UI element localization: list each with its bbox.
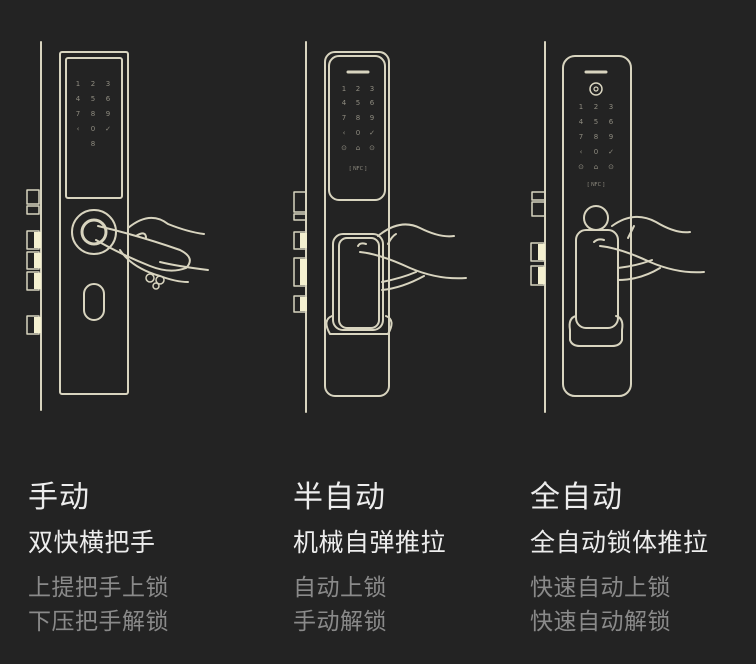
svg-text:✓: ✓	[105, 125, 111, 133]
svg-text:0: 0	[356, 129, 360, 137]
svg-text:⊙: ⊙	[369, 144, 375, 152]
semi-auto-lock-icon	[293, 41, 467, 413]
svg-text:0: 0	[594, 148, 598, 156]
svg-text:⌂: ⌂	[356, 144, 360, 152]
svg-text:7: 7	[76, 110, 80, 118]
svg-text:8: 8	[356, 114, 360, 122]
svg-text:5: 5	[356, 99, 360, 107]
svg-text:6: 6	[106, 95, 111, 103]
svg-text:7: 7	[579, 133, 583, 141]
svg-text:8: 8	[594, 133, 598, 141]
svg-text:⊙: ⊙	[578, 163, 584, 171]
lock-column-full-auto: 全自动 全自动锁体推拉 快速自动上锁 快速自动解锁	[530, 478, 709, 638]
svg-text:✓: ✓	[608, 148, 614, 156]
svg-text:1: 1	[342, 85, 346, 93]
svg-text:8: 8	[91, 140, 95, 148]
lock-subtitle: 全自动锁体推拉	[530, 528, 709, 557]
svg-text:9: 9	[609, 133, 613, 141]
svg-text:[ NFC ]: [ NFC ]	[349, 166, 366, 172]
svg-text:7: 7	[342, 114, 346, 122]
svg-text:2: 2	[594, 103, 598, 111]
svg-text:5: 5	[594, 118, 598, 126]
svg-text:[ NFC ]: [ NFC ]	[587, 182, 604, 188]
svg-text:✓: ✓	[369, 129, 375, 137]
svg-text:6: 6	[370, 99, 375, 107]
svg-text:1: 1	[76, 80, 80, 88]
svg-text:4: 4	[579, 118, 584, 126]
svg-text:3: 3	[609, 103, 613, 111]
lock-subtitle: 机械自弹推拉	[293, 528, 447, 557]
svg-text:4: 4	[76, 95, 81, 103]
svg-text:9: 9	[370, 114, 374, 122]
lock-title: 全自动	[530, 480, 623, 515]
svg-text:2: 2	[356, 85, 360, 93]
svg-text:‹: ‹	[77, 125, 80, 133]
svg-text:‹: ‹	[343, 129, 346, 137]
svg-text:4: 4	[342, 99, 347, 107]
svg-text:8: 8	[91, 110, 95, 118]
manual-lock-icon	[26, 41, 209, 411]
lock-desc-line: 自动上锁	[293, 575, 387, 601]
svg-text:9: 9	[106, 110, 110, 118]
lock-desc-line: 手动解锁	[293, 609, 387, 635]
svg-text:2: 2	[91, 80, 95, 88]
svg-text:⊙: ⊙	[341, 144, 347, 152]
lock-desc-line: 上提把手上锁	[28, 575, 169, 601]
full-auto-lock-icon	[530, 41, 705, 413]
lock-title: 手动	[28, 480, 90, 515]
svg-text:0: 0	[91, 125, 95, 133]
svg-text:5: 5	[91, 95, 95, 103]
lock-column-semi-auto: 半自动 机械自弹推拉 自动上锁 手动解锁	[293, 478, 446, 638]
svg-text:⌂: ⌂	[594, 163, 598, 171]
svg-text:3: 3	[106, 80, 110, 88]
svg-text:⊙: ⊙	[608, 163, 614, 171]
svg-text:6: 6	[609, 118, 614, 126]
lock-desc-line: 快速自动解锁	[530, 609, 671, 635]
smart-lock-illustrations: 1 2 3 4 5 6 7 8 9 ‹ 0 ✓ 8 1 2 3 4 5 6 7 8 9 ‹ 0 ✓ ⊙ ⌂ ⊙ [ …	[26, 41, 705, 413]
svg-text:‹: ‹	[580, 148, 583, 156]
svg-text:3: 3	[370, 85, 374, 93]
lock-subtitle: 双快横把手	[28, 528, 156, 557]
lock-title: 半自动	[293, 480, 386, 515]
lock-column-manual: 手动 双快横把手 上提把手上锁 下压把手解锁	[28, 478, 169, 638]
svg-text:1: 1	[579, 103, 583, 111]
lock-desc-line: 下压把手解锁	[28, 609, 169, 635]
lock-desc-line: 快速自动上锁	[530, 575, 671, 601]
